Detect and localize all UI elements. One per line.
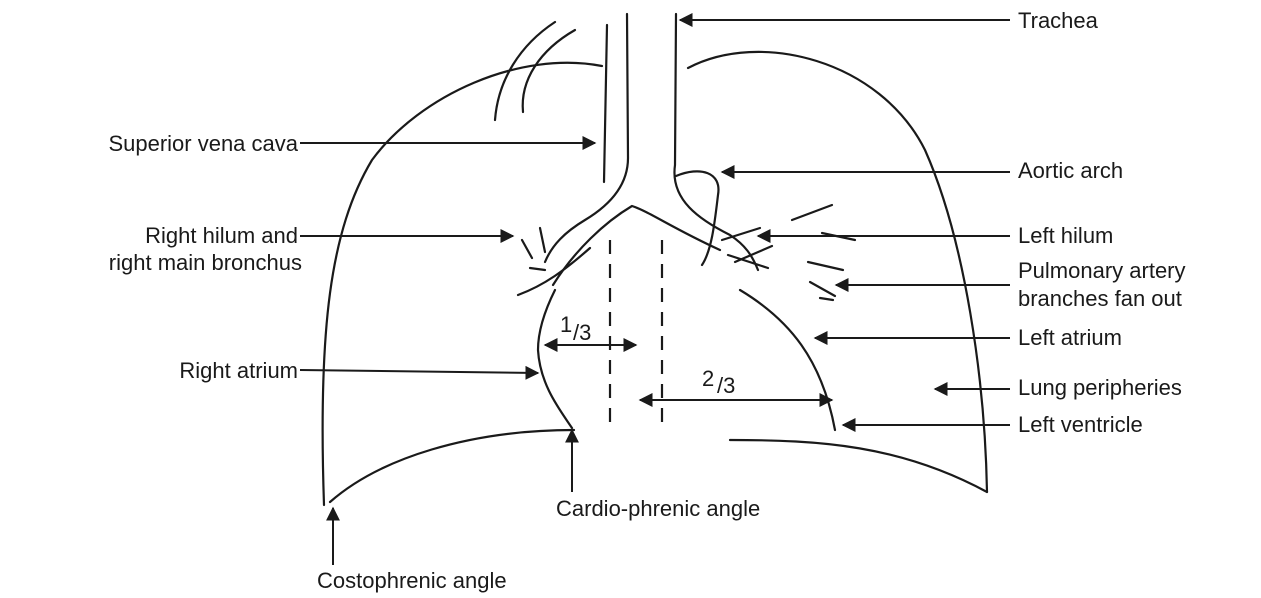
label-right-hilum-2: right main bronchus: [109, 250, 302, 275]
leader-right-atrium: [300, 370, 538, 373]
right-main-bronchus: [518, 248, 590, 295]
pulmonary-branch: [792, 205, 832, 220]
fraction-one-third-num: 1: [560, 312, 572, 337]
label-left-ventricle: Left ventricle: [1018, 412, 1143, 437]
left-diaphragm: [730, 440, 987, 492]
label-pulmonary-1: Pulmonary artery: [1018, 258, 1186, 283]
fraction-two-thirds-den: /3: [717, 373, 735, 398]
carina: [553, 206, 720, 285]
pulmonary-branch: [810, 282, 835, 296]
left-heart-border: [740, 290, 835, 430]
label-left-atrium: Left atrium: [1018, 325, 1122, 350]
trachea-left-wall: [545, 14, 628, 262]
label-cardio-phrenic-angle: Cardio-phrenic angle: [556, 496, 760, 521]
fraction-one-third-den: /3: [573, 320, 591, 345]
label-trachea: Trachea: [1018, 8, 1099, 33]
label-superior-vena-cava: Superior vena cava: [108, 131, 298, 156]
label-pulmonary-2: branches fan out: [1018, 286, 1182, 311]
right-lung-outline: [323, 63, 602, 505]
right-hilum-vessels: [540, 228, 545, 252]
label-right-hilum-1: Right hilum and: [145, 223, 298, 248]
right-hilum-vessels: [522, 240, 532, 258]
right-heart-border: [538, 290, 572, 428]
pulmonary-branch: [808, 262, 843, 270]
right-diaphragm: [330, 430, 574, 502]
label-left-hilum: Left hilum: [1018, 223, 1113, 248]
fraction-two-thirds-num: 2: [702, 366, 714, 391]
label-costophrenic-angle: Costophrenic angle: [317, 568, 507, 593]
label-lung-peripheries: Lung peripheries: [1018, 375, 1182, 400]
aortic-arch: [676, 171, 718, 265]
label-aortic-arch: Aortic arch: [1018, 158, 1123, 183]
label-right-atrium: Right atrium: [179, 358, 298, 383]
right-hilum-vessels: [530, 268, 545, 270]
svc-wall: [604, 25, 607, 182]
pulmonary-branch: [820, 298, 833, 300]
